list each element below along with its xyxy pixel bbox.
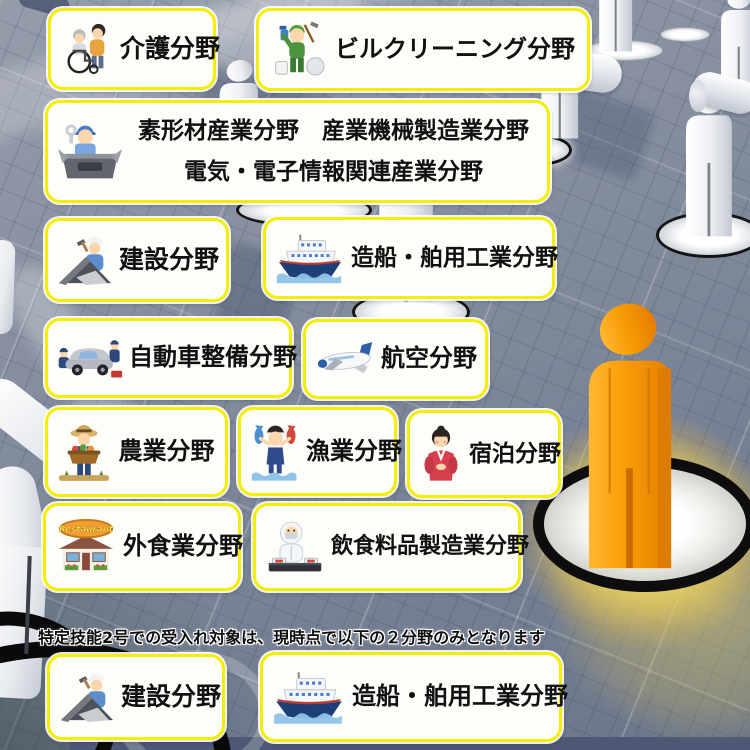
field-badge-lodging: 宿泊分野 [407, 410, 561, 498]
agriculture-icon [58, 425, 110, 481]
field-label: 航空分野 [381, 344, 477, 373]
fishery-icon [251, 424, 297, 481]
field-badge-nursing-care: 介護分野 [48, 8, 220, 90]
cylinder-cap [689, 80, 707, 112]
field-badge-machine-parts-industries: 素形材産業分野 産業機械製造業分野 電気・電子情報関連産業分野 [45, 100, 550, 203]
foreground-figure-part [0, 239, 16, 335]
aviation-icon [317, 342, 373, 374]
machine-parts-industry-icon [57, 124, 123, 178]
shipbuilding-icon [276, 234, 342, 284]
highlighted-orange-figure [578, 296, 682, 572]
type2-badge-shipbuilding: 造船・舶用工業分野 [260, 652, 568, 742]
field-label: 素形材産業分野 産業機械製造業分野 [138, 117, 529, 144]
field-badge-restaurant-industry: Restaurant 外食業分野 [43, 503, 243, 591]
restaurant-sign-text: Restaurant [59, 525, 114, 535]
construction-icon [58, 236, 112, 286]
field-label: 飲食料品製造業分野 [331, 534, 530, 560]
field-label-lines: 素形材産業分野 産業機械製造業分野 電気・電子情報関連産業分野 [129, 118, 538, 186]
food-manufacturing-icon [268, 521, 322, 572]
field-label: 造船・舶用工業分野 [351, 244, 558, 271]
construction-icon [60, 673, 114, 723]
field-badge-construction: 建設分野 [45, 218, 229, 302]
field-label: 自動車整備分野 [129, 343, 297, 372]
lodging-icon [424, 425, 458, 481]
field-badge-agriculture: 農業分野 [45, 407, 228, 497]
type2-badge-construction: 建設分野 [47, 654, 225, 740]
nursing-care-icon [67, 23, 106, 75]
field-label: 造船・舶用工業分野 [352, 682, 568, 711]
car-maintenance-icon [58, 340, 123, 378]
field-label: 建設分野 [119, 244, 220, 274]
floor-disc [660, 27, 710, 42]
field-badge-food-manufacturing: 飲食料品製造業分野 [253, 503, 529, 591]
field-badge-car-maintenance: 自動車整備分野 [45, 318, 297, 398]
field-badge-shipbuilding: 造船・舶用工業分野 [263, 217, 558, 299]
field-label: 漁業分野 [306, 436, 402, 465]
field-label: 宿泊分野 [469, 440, 561, 467]
type2-note: 特定技能2号での受入れ対象は、現時点で以下の２分野のみとなります [38, 628, 545, 647]
field-label: 電気・電子情報関連産業分野 [184, 159, 483, 185]
field-label: 介護分野 [120, 33, 221, 63]
restaurant-icon: Restaurant [59, 519, 114, 571]
field-label: ビルクリーニング分野 [335, 34, 575, 63]
crowd-figure [592, 0, 638, 54]
building-cleaning-icon [275, 21, 325, 76]
field-badge-building-cleaning: ビルクリーニング分野 [256, 8, 590, 91]
field-label: 建設分野 [121, 681, 222, 711]
field-label: 農業分野 [118, 437, 215, 466]
shipbuilding-icon [274, 672, 342, 724]
field-badge-aviation: 航空分野 [303, 319, 488, 399]
field-label: 外食業分野 [123, 532, 243, 561]
field-badge-fishery: 漁業分野 [238, 407, 402, 496]
